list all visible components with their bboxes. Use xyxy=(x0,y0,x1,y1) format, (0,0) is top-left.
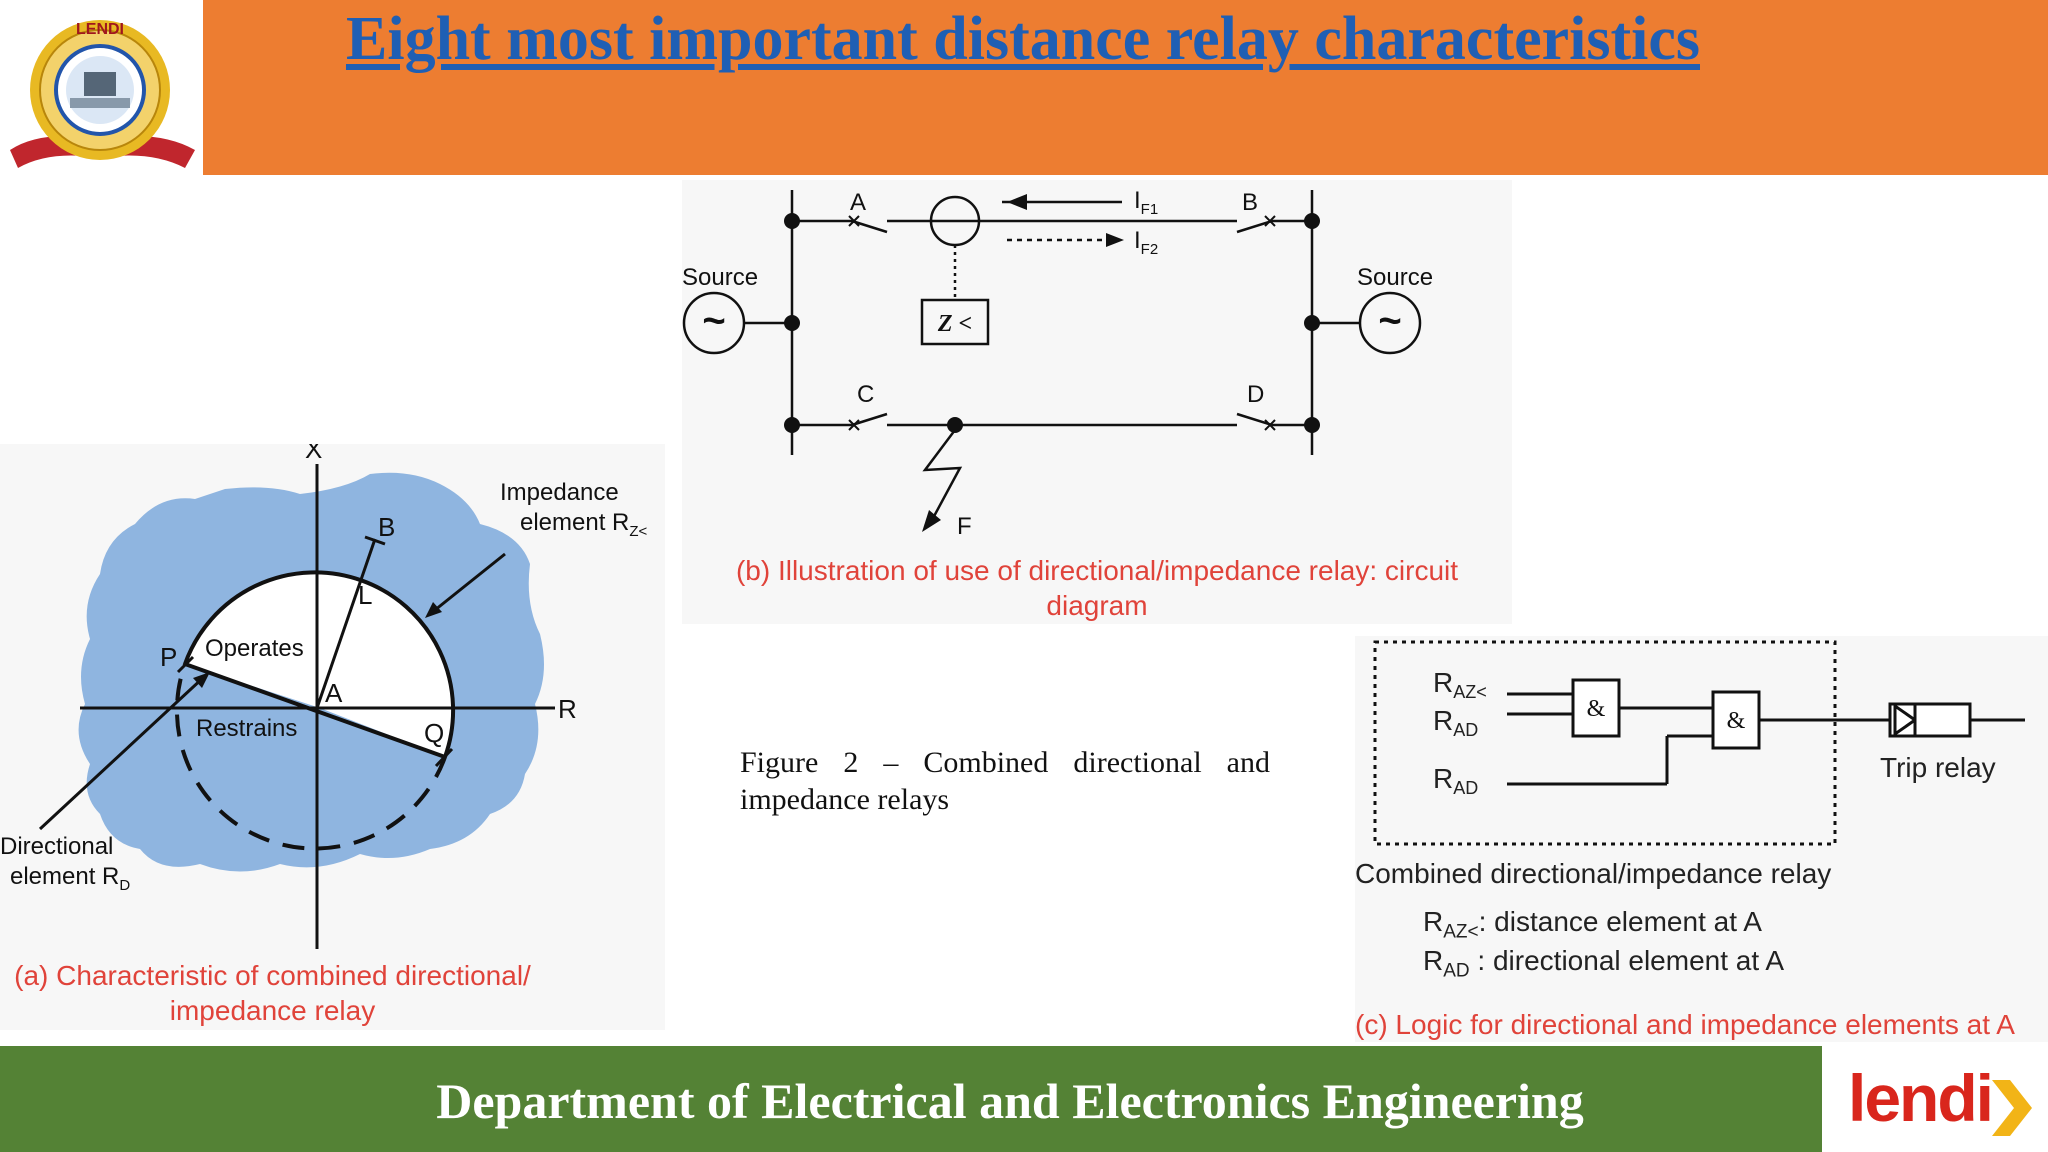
svg-text:Directional: Directional xyxy=(0,833,113,860)
footer-bar xyxy=(0,1046,2048,1152)
figure-a-characteristic: X R B L P A Q Operates Restrains Impedan… xyxy=(0,444,648,949)
svg-text:D: D xyxy=(1247,381,1264,408)
svg-text:Q: Q xyxy=(424,718,444,748)
svg-text:B: B xyxy=(378,512,395,542)
figure-c-block-title: Combined directional/impedance relay xyxy=(1355,858,1832,889)
figure-b-panel xyxy=(682,180,1512,624)
svg-text:element RD: element RD xyxy=(10,863,130,894)
svg-text:IF2: IF2 xyxy=(1134,227,1158,258)
svg-text:A: A xyxy=(850,189,866,216)
figure-b-circuit: A B C D F IF1 IF2 Source Source ~ ~ Z < xyxy=(682,187,1433,540)
svg-text:A: A xyxy=(325,678,343,708)
header-bar xyxy=(0,0,2048,175)
svg-text:~: ~ xyxy=(702,299,725,343)
figure-b-caption-line2: diagram xyxy=(1046,590,1148,621)
svg-text:&: & xyxy=(1587,696,1606,722)
svg-text:RAD: RAD xyxy=(1433,763,1478,798)
figure-c-caption: (c) Logic for directional and impedance … xyxy=(1355,1009,2015,1040)
svg-text:Z <: Z < xyxy=(937,311,972,337)
svg-text:X: X xyxy=(305,444,322,464)
figure-b-caption-line1: (b) Illustration of use of directional/i… xyxy=(735,555,1459,586)
figure-b-caption: (b) Illustration of use of directional/i… xyxy=(682,553,1512,623)
svg-text:R: R xyxy=(558,694,577,724)
svg-text:Impedance: Impedance xyxy=(500,479,619,506)
svg-text:L: L xyxy=(358,580,372,610)
figure-a-caption: (a) Characteristic of combined direction… xyxy=(0,958,545,1028)
svg-text:F: F xyxy=(957,513,972,540)
svg-text:element RZ<: element RZ< xyxy=(520,509,648,540)
svg-text:B: B xyxy=(1242,189,1258,216)
svg-text:Restrains: Restrains xyxy=(196,715,297,742)
svg-text:Operates: Operates xyxy=(205,635,304,662)
figure-a-caption-line2: impedance relay xyxy=(169,995,376,1026)
svg-text:~: ~ xyxy=(1378,299,1401,343)
institute-logo: LENDI xyxy=(0,0,203,175)
svg-text:RAZ<: RAZ< xyxy=(1433,667,1487,702)
svg-text:P: P xyxy=(160,642,177,672)
svg-text:&: & xyxy=(1727,708,1746,734)
figure-c-legend-directional: RAD : directional element at A xyxy=(1423,945,1785,982)
operate-region xyxy=(185,572,454,757)
department-name: Department of Electrical and Electronics… xyxy=(436,1073,1584,1129)
svg-text:C: C xyxy=(857,381,874,408)
figure-a-caption-line1: (a) Characteristic of combined direction… xyxy=(14,960,531,991)
svg-text:Source: Source xyxy=(1357,264,1433,291)
svg-text:Trip relay: Trip relay xyxy=(1880,752,1996,783)
brand-arrow-icon xyxy=(1992,1080,2032,1136)
svg-text:RAD: RAD xyxy=(1433,705,1478,740)
figure-caption: Figure 2 – Combined directional and impe… xyxy=(740,746,1270,816)
figure-c-legend-distance: RAZ<: distance element at A xyxy=(1423,906,1762,943)
page-title: Eight most important distance relay char… xyxy=(345,5,1700,73)
lendi-brand-word: lendi xyxy=(1848,1061,1994,1135)
svg-text:IF1: IF1 xyxy=(1134,187,1158,218)
svg-text:Source: Source xyxy=(682,264,758,291)
svg-text:LENDI: LENDI xyxy=(76,21,124,38)
figure-c-logic: & & RAZ< RAD RAD Trip relay xyxy=(1373,640,2025,846)
